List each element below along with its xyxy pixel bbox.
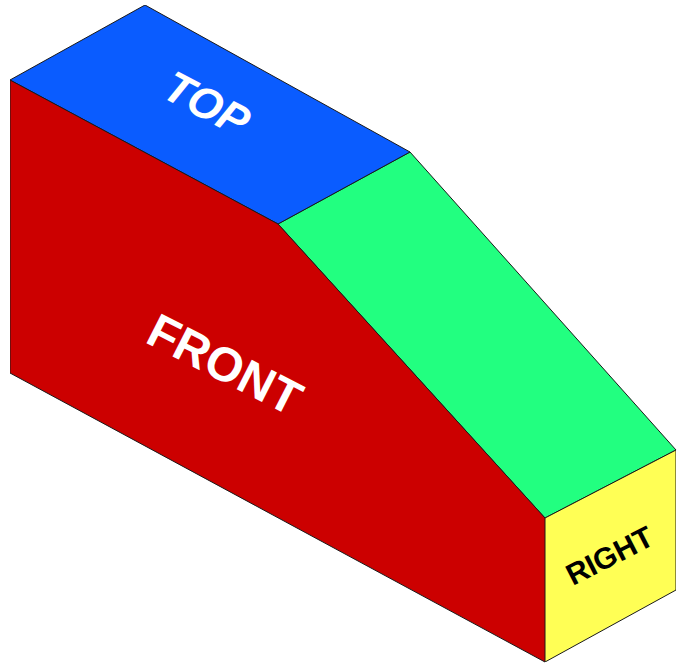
right-face: RIGHT [545, 450, 676, 662]
face-polygon [10, 80, 545, 662]
front-face: FRONT [10, 80, 545, 664]
face-polygon [545, 450, 676, 662]
